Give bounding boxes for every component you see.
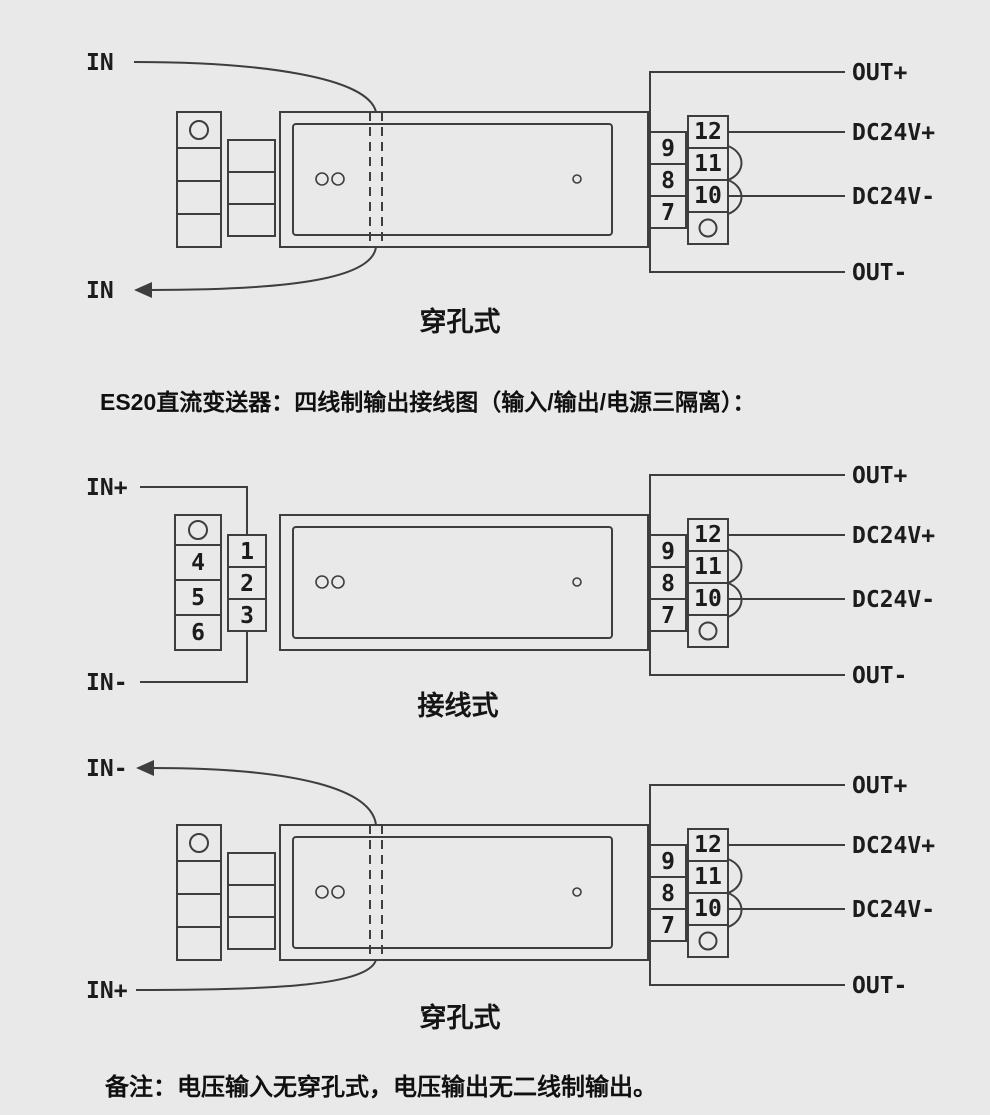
diagram-caption: 接线式 (418, 691, 499, 721)
left-terminal-assembly (176, 824, 276, 961)
diagram-through-hole-bottom: IN- IN+ 穿孔式 (86, 756, 937, 1033)
wire-input-bottom (149, 246, 377, 291)
through-hole-channel (369, 824, 383, 961)
input-bottom-label: IN+ (86, 978, 128, 1004)
left-terminal-assembly-numbered: 4 5 6 1 2 3 (174, 514, 267, 651)
input-top-label: IN+ (86, 475, 128, 501)
through-hole-channel (369, 111, 383, 248)
arrowhead-left (134, 282, 152, 298)
device-body (279, 111, 649, 248)
input-bottom-label: IN- (86, 670, 128, 696)
diagram-caption: 穿孔式 (420, 1002, 501, 1033)
right-terminal-assembly (649, 462, 937, 690)
input-top-label: IN- (86, 756, 128, 782)
terminal-label-6: 6 (191, 620, 205, 646)
right-terminal-assembly (649, 772, 937, 1000)
input-bottom-label: IN (86, 278, 114, 304)
wire-input-bottom (135, 959, 377, 991)
footer-note: 备注：电压输入无穿孔式，电压输出无二线制输出。 (104, 1073, 657, 1101)
terminal-label-4: 4 (191, 550, 205, 576)
terminal-label-1: 1 (240, 539, 254, 565)
input-top-label: IN (86, 50, 114, 76)
wire-input-minus (140, 631, 248, 683)
screw-hole (188, 520, 208, 540)
device-body (279, 514, 649, 651)
device-body (279, 824, 649, 961)
terminal-label-5: 5 (191, 585, 205, 611)
arrowhead-left (136, 760, 154, 776)
terminal-label-3: 3 (240, 603, 254, 629)
diagram-caption: 穿孔式 (420, 306, 501, 337)
diagram-wired-middle: 4 5 6 1 2 3 IN+ IN- 接线式 (86, 462, 937, 721)
wire-input-plus (140, 486, 248, 535)
left-terminal-assembly (176, 111, 276, 248)
diagram-through-hole-top: IN IN 穿孔式 (86, 50, 937, 337)
wire-input-top (133, 61, 377, 113)
terminal-label-2: 2 (240, 571, 254, 597)
section-title: ES20直流变送器：四线制输出接线图（输入/输出/电源三隔离）： (100, 389, 756, 415)
wire-input-top (151, 767, 377, 826)
right-terminal-assembly (649, 59, 937, 287)
left-end-cap (174, 514, 222, 651)
